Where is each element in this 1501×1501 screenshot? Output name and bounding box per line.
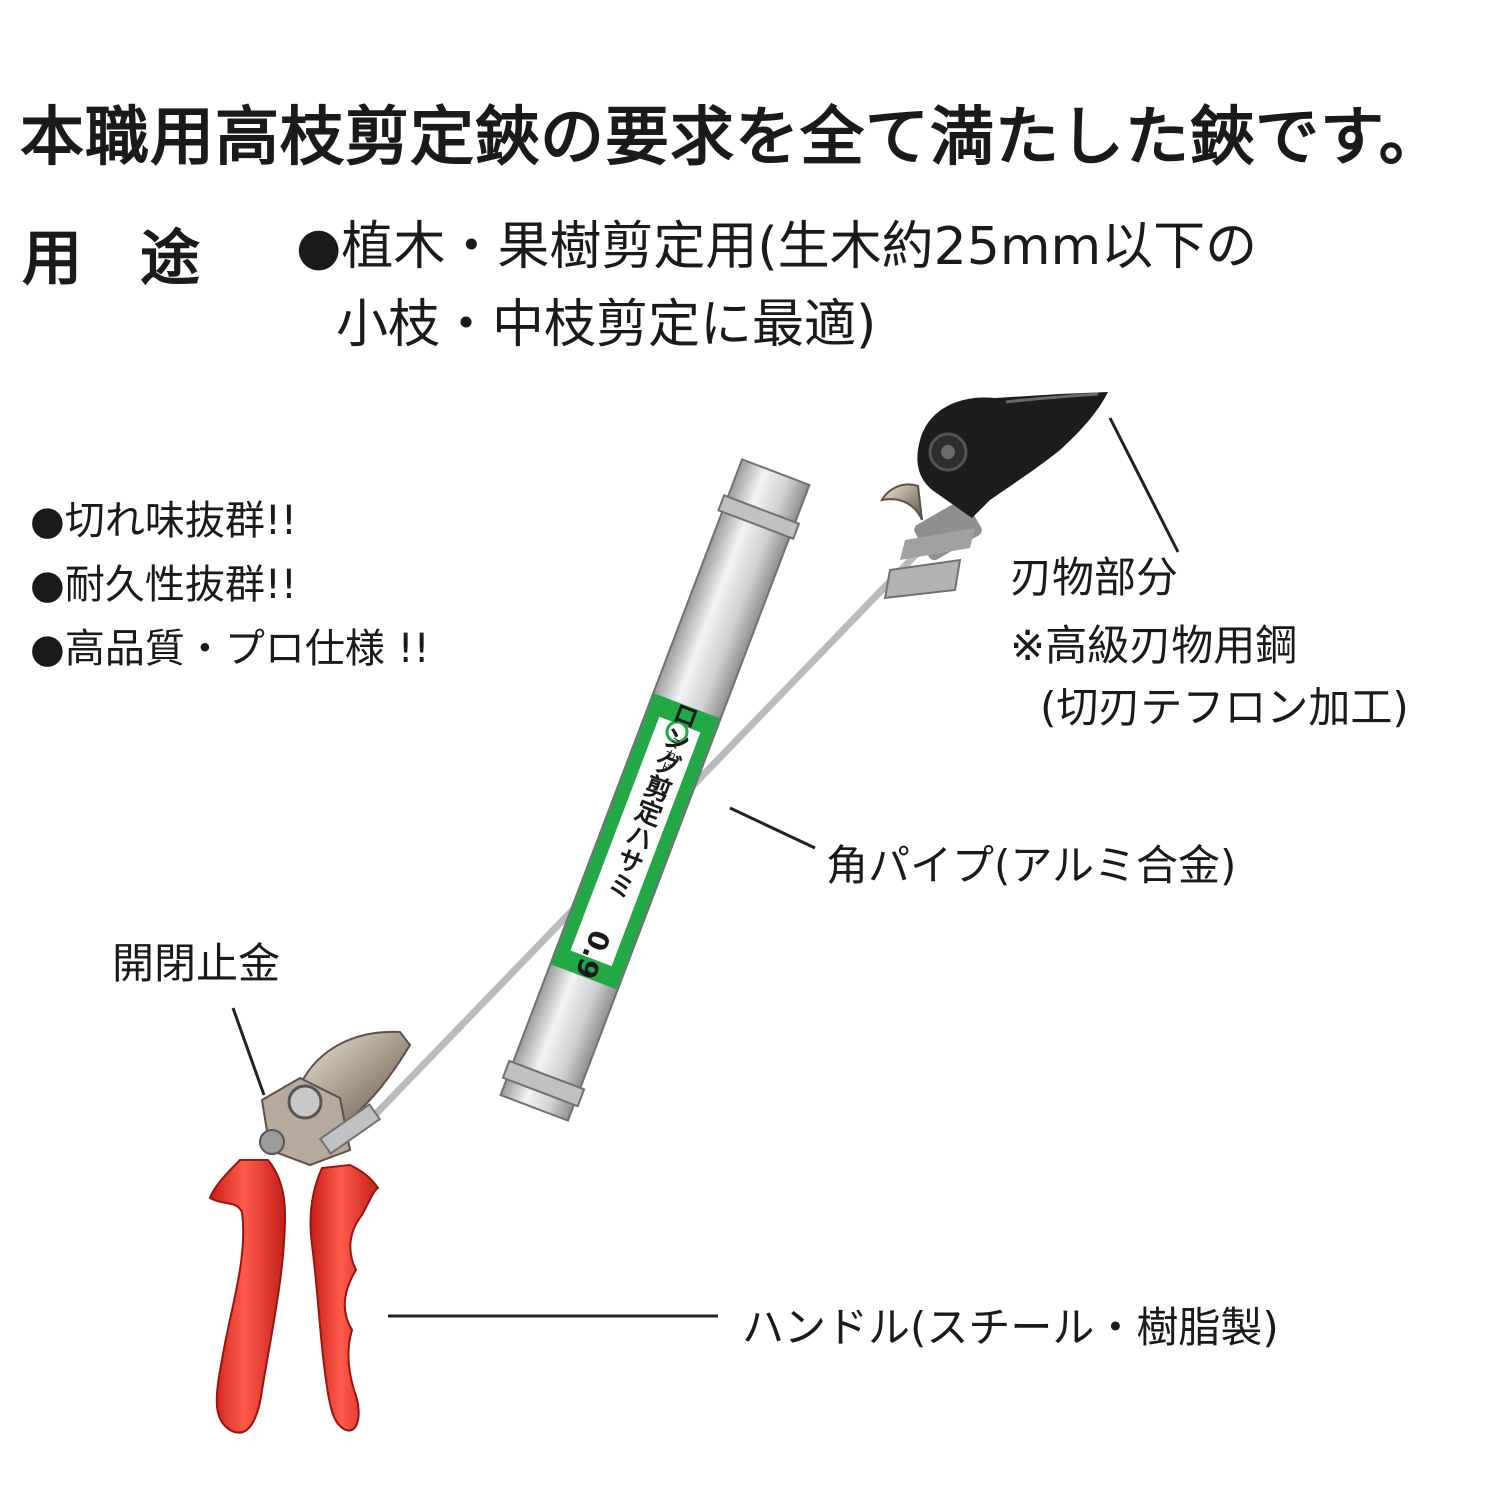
callout-blade-note-1: ※高級刃物用鋼 bbox=[1010, 621, 1298, 670]
square-pipe: ミカド ロング剪定ハサミ 0.9 bbox=[499, 458, 811, 1122]
pivot-bolt-bottom bbox=[287, 1084, 323, 1120]
feature-quality: ●高品質・プロ仕様 !! bbox=[30, 626, 430, 672]
callout-pipe: 角パイプ(アルミ合金) bbox=[826, 841, 1237, 890]
leader-pipe bbox=[729, 806, 816, 850]
callout-stopper: 開閉止金 bbox=[112, 939, 281, 988]
leader-blade bbox=[1108, 417, 1180, 553]
usage-line-2: 小枝・中枝剪定に最適) bbox=[336, 295, 877, 355]
callout-blade-note-2: (切刃テフロン加工) bbox=[1040, 683, 1409, 732]
callout-handle: ハンドル(スチール・樹脂製) bbox=[742, 1303, 1279, 1352]
callout-blade: 刃物部分 bbox=[1010, 553, 1179, 602]
leader-stopper bbox=[231, 1007, 266, 1096]
usage-line-1: ●植木・果樹剪定用(生木約25mm以下の bbox=[296, 217, 1258, 277]
feature-sharpness: ●切れ味抜群!! bbox=[30, 498, 297, 544]
right-handle bbox=[309, 1163, 380, 1432]
left-handle bbox=[208, 1159, 287, 1434]
feature-durability: ●耐久性抜群!! bbox=[30, 562, 297, 608]
lower-head bbox=[259, 1030, 412, 1167]
usage-label: 用途 bbox=[22, 224, 258, 294]
blade-head bbox=[880, 392, 1108, 600]
headline: 本職用高枝剪定鋏の要求を全て満たした鋏です。 bbox=[20, 101, 1444, 175]
